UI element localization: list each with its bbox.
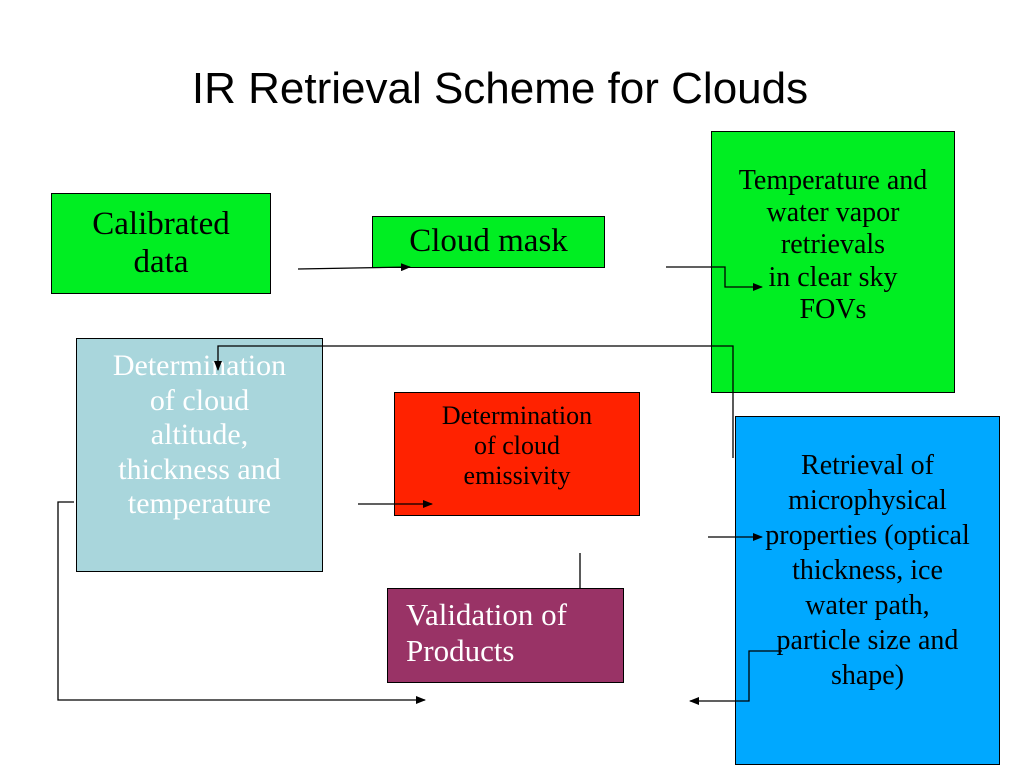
cloud-altitude-box: Determination of cloud altitude, thickne… bbox=[76, 338, 323, 572]
arrow-temperature-to-altitude bbox=[214, 345, 734, 458]
cloud-mask-label: Cloud mask bbox=[409, 223, 568, 260]
arrow-retrieval-to-bottom bbox=[689, 650, 782, 705]
temperature-water-vapor-box: Temperature and water vapor retrievals i… bbox=[711, 131, 955, 393]
cloud-mask-box: Cloud mask bbox=[372, 216, 605, 268]
validation-products-box: Validation of Products bbox=[387, 588, 624, 683]
arrow-calibrated-to-cloud-mask bbox=[297, 263, 411, 272]
microphysical-retrieval-label: Retrieval of microphysical properties (o… bbox=[765, 450, 970, 691]
arrow-altitude-to-bottom bbox=[57, 501, 426, 704]
calibrated-data-label: Calibrated data bbox=[92, 205, 230, 280]
calibrated-data-box: Calibrated data bbox=[51, 193, 271, 294]
cloud-emissivity-box: Determination of cloud emissivity bbox=[394, 392, 640, 516]
validation-products-label: Validation of Products bbox=[406, 597, 567, 668]
microphysical-retrieval-box: Retrieval of microphysical properties (o… bbox=[735, 416, 1000, 765]
page-title: IR Retrieval Scheme for Clouds bbox=[191, 64, 809, 113]
temperature-water-vapor-label: Temperature and water vapor retrievals i… bbox=[738, 165, 928, 325]
cloud-emissivity-label: Determination of cloud emissivity bbox=[441, 401, 593, 490]
arrow-cloud-mask-to-temperature bbox=[666, 266, 763, 291]
cloud-altitude-label: Determination of cloud altitude, thickne… bbox=[112, 349, 287, 520]
